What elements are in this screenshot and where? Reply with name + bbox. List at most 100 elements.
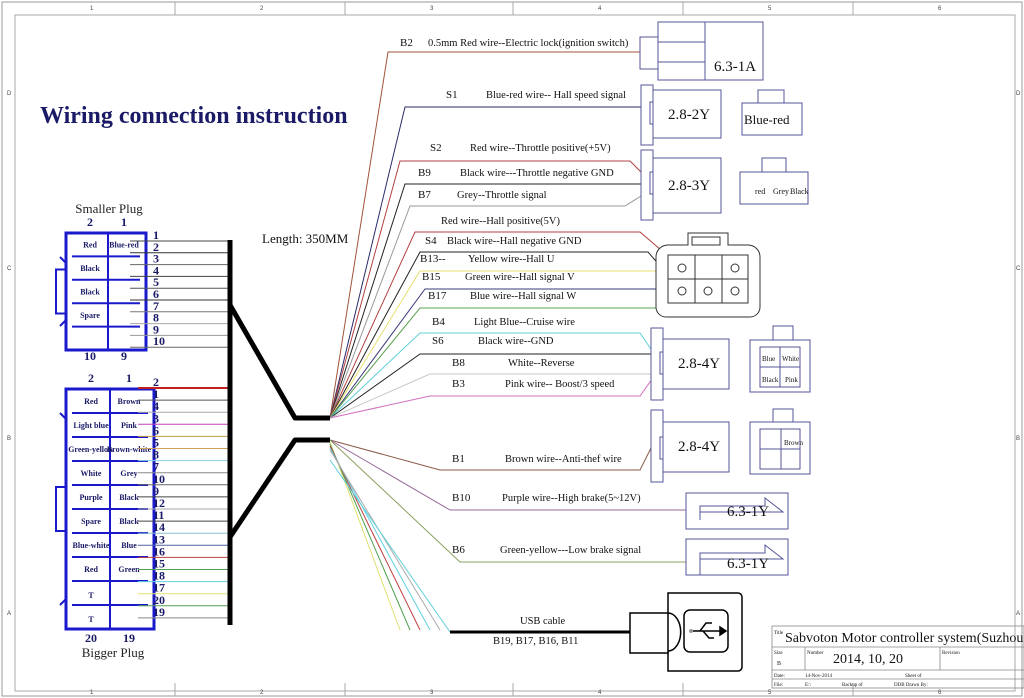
sheet-caption: Sheet of <box>905 674 922 679</box>
plug-latch <box>59 256 67 327</box>
plug-cell-label: Blue <box>121 541 137 550</box>
pin-number: 13 <box>153 532 165 546</box>
wire-description: Green-yellow---Low brake signal <box>500 545 641 556</box>
connector-6-3-1y-low-brake: 6.3-1Y <box>685 538 789 576</box>
wire-description: Brown wire--Anti-thef wire <box>505 454 622 465</box>
wire-description: 0.5mm Red wire--Electric lock(ignition s… <box>428 38 629 49</box>
pin-number: 4 <box>153 263 159 277</box>
plug-cell-label: T <box>88 615 94 624</box>
revision-caption: Revision <box>942 651 960 656</box>
connector-6-3-1a: 6.3-1A <box>639 21 764 81</box>
file-caption: File: <box>774 683 783 688</box>
wire-description: Black wire---Throttle negative GND <box>460 168 614 179</box>
wire-code: B13-- <box>420 253 446 265</box>
plug-outline <box>64 387 156 631</box>
ruler-column-label: 6 <box>938 690 942 696</box>
wire-line <box>329 332 656 419</box>
ruler-column-label: 2 <box>260 690 264 696</box>
usb-pins-label: B19, B17, B16, B11 <box>493 636 578 647</box>
drawn-caption: DDB Drawn By: <box>894 683 928 688</box>
plug-cell-label: Black <box>80 264 100 273</box>
connector-2-8-4y-cruise: 2.8-4Y Blue White Black Pink <box>650 325 811 401</box>
wire-code: B8 <box>452 357 465 369</box>
pin-number: 19 <box>153 605 165 619</box>
plug-outline <box>64 231 148 352</box>
plug-cell-label: T <box>88 591 94 600</box>
date-caption: Date: <box>774 674 785 679</box>
pin-number: 10 <box>153 334 165 348</box>
connector-label: 2.8-4Y <box>678 439 720 455</box>
plug-cell-label: Red <box>84 565 98 574</box>
ruler-column-label: 4 <box>598 6 602 12</box>
pin-number: 7 <box>153 460 159 474</box>
wire-code: S2 <box>430 142 442 154</box>
plug-latch <box>55 268 67 315</box>
pin-number: 3 <box>153 252 159 266</box>
connector-face-label: Pink <box>785 376 798 384</box>
connector-label: 2.8-4Y <box>678 356 720 372</box>
usb-fan-wire <box>329 445 421 631</box>
pin-number: 11 <box>153 508 164 522</box>
ruler-row-label: B <box>7 436 11 442</box>
ruler-row-label: C <box>1016 266 1021 272</box>
plug-column-number: 2 <box>87 215 93 229</box>
plug-column-number: 10 <box>84 349 96 363</box>
pin-number: 6 <box>153 287 159 301</box>
wire-line <box>329 183 641 419</box>
plug-cell-label: Red <box>83 241 97 250</box>
plug-cell-label: Brown-white <box>107 445 152 454</box>
ruler-row-label: D <box>1016 91 1021 97</box>
pin-number: 17 <box>153 581 165 595</box>
plug-cell-label: Black <box>119 493 139 502</box>
number-caption: Number <box>807 651 824 656</box>
connector-face-label: Black <box>790 187 809 196</box>
usb-cable-label: USB cable <box>520 616 566 627</box>
pin-number: 8 <box>153 448 159 462</box>
usb-connector <box>629 592 743 672</box>
plug-cell-label: Blue-red <box>109 241 139 250</box>
pin-number: 2 <box>153 240 159 254</box>
plug-cell-label: Purple <box>79 493 103 502</box>
wire-code: S1 <box>446 89 458 101</box>
connector-label: 2.8-2Y <box>668 107 710 123</box>
wire-description: Grey--Throttle signal <box>457 190 547 201</box>
connector-label: 6.3-1A <box>714 59 756 75</box>
wire-line <box>329 439 690 511</box>
plug-cell-label: White <box>81 469 102 478</box>
pin-number: 2 <box>153 375 159 389</box>
pin-number: 6 <box>153 423 159 437</box>
plug-cell-label: Grey <box>120 469 137 478</box>
plug-cell-label: Pink <box>121 421 138 430</box>
usb-cable <box>329 459 451 633</box>
wire-description: Blue wire--Hall signal W <box>470 291 576 302</box>
usb-fan-wire <box>329 447 431 631</box>
wire-code: B7 <box>418 189 431 201</box>
connector-face-label: Brown <box>784 439 804 447</box>
plug-cell-label: Red <box>84 397 98 406</box>
connector-face-label: Black <box>762 376 779 384</box>
wire-code: B10 <box>452 492 471 504</box>
length-label: Length: 350MM <box>262 231 349 246</box>
wire-line <box>329 374 656 419</box>
number-value: 2014, 10, 20 <box>833 652 903 667</box>
ruler-column-label: 1 <box>90 6 94 12</box>
connector-face-label: red <box>755 187 765 196</box>
plug-column-number: 19 <box>123 631 135 645</box>
plug-cell-label: Black <box>119 517 139 526</box>
usb-icon <box>689 622 728 639</box>
inner-frame <box>14 14 1016 692</box>
title-block: Title Sabvoton Motor controller system(S… <box>771 625 1024 689</box>
connector-6-3-1y-high-brake: 6.3-1Y <box>685 492 789 530</box>
wire-code: B17 <box>428 290 447 302</box>
connector-2-8-4y-antitheft: 2.8-4Y Brown <box>650 408 811 483</box>
connectors: 6.3-1A 2.8-2Y Blue-red 2.8-3Y red Grey B… <box>629 21 811 672</box>
wire-line <box>329 195 642 419</box>
